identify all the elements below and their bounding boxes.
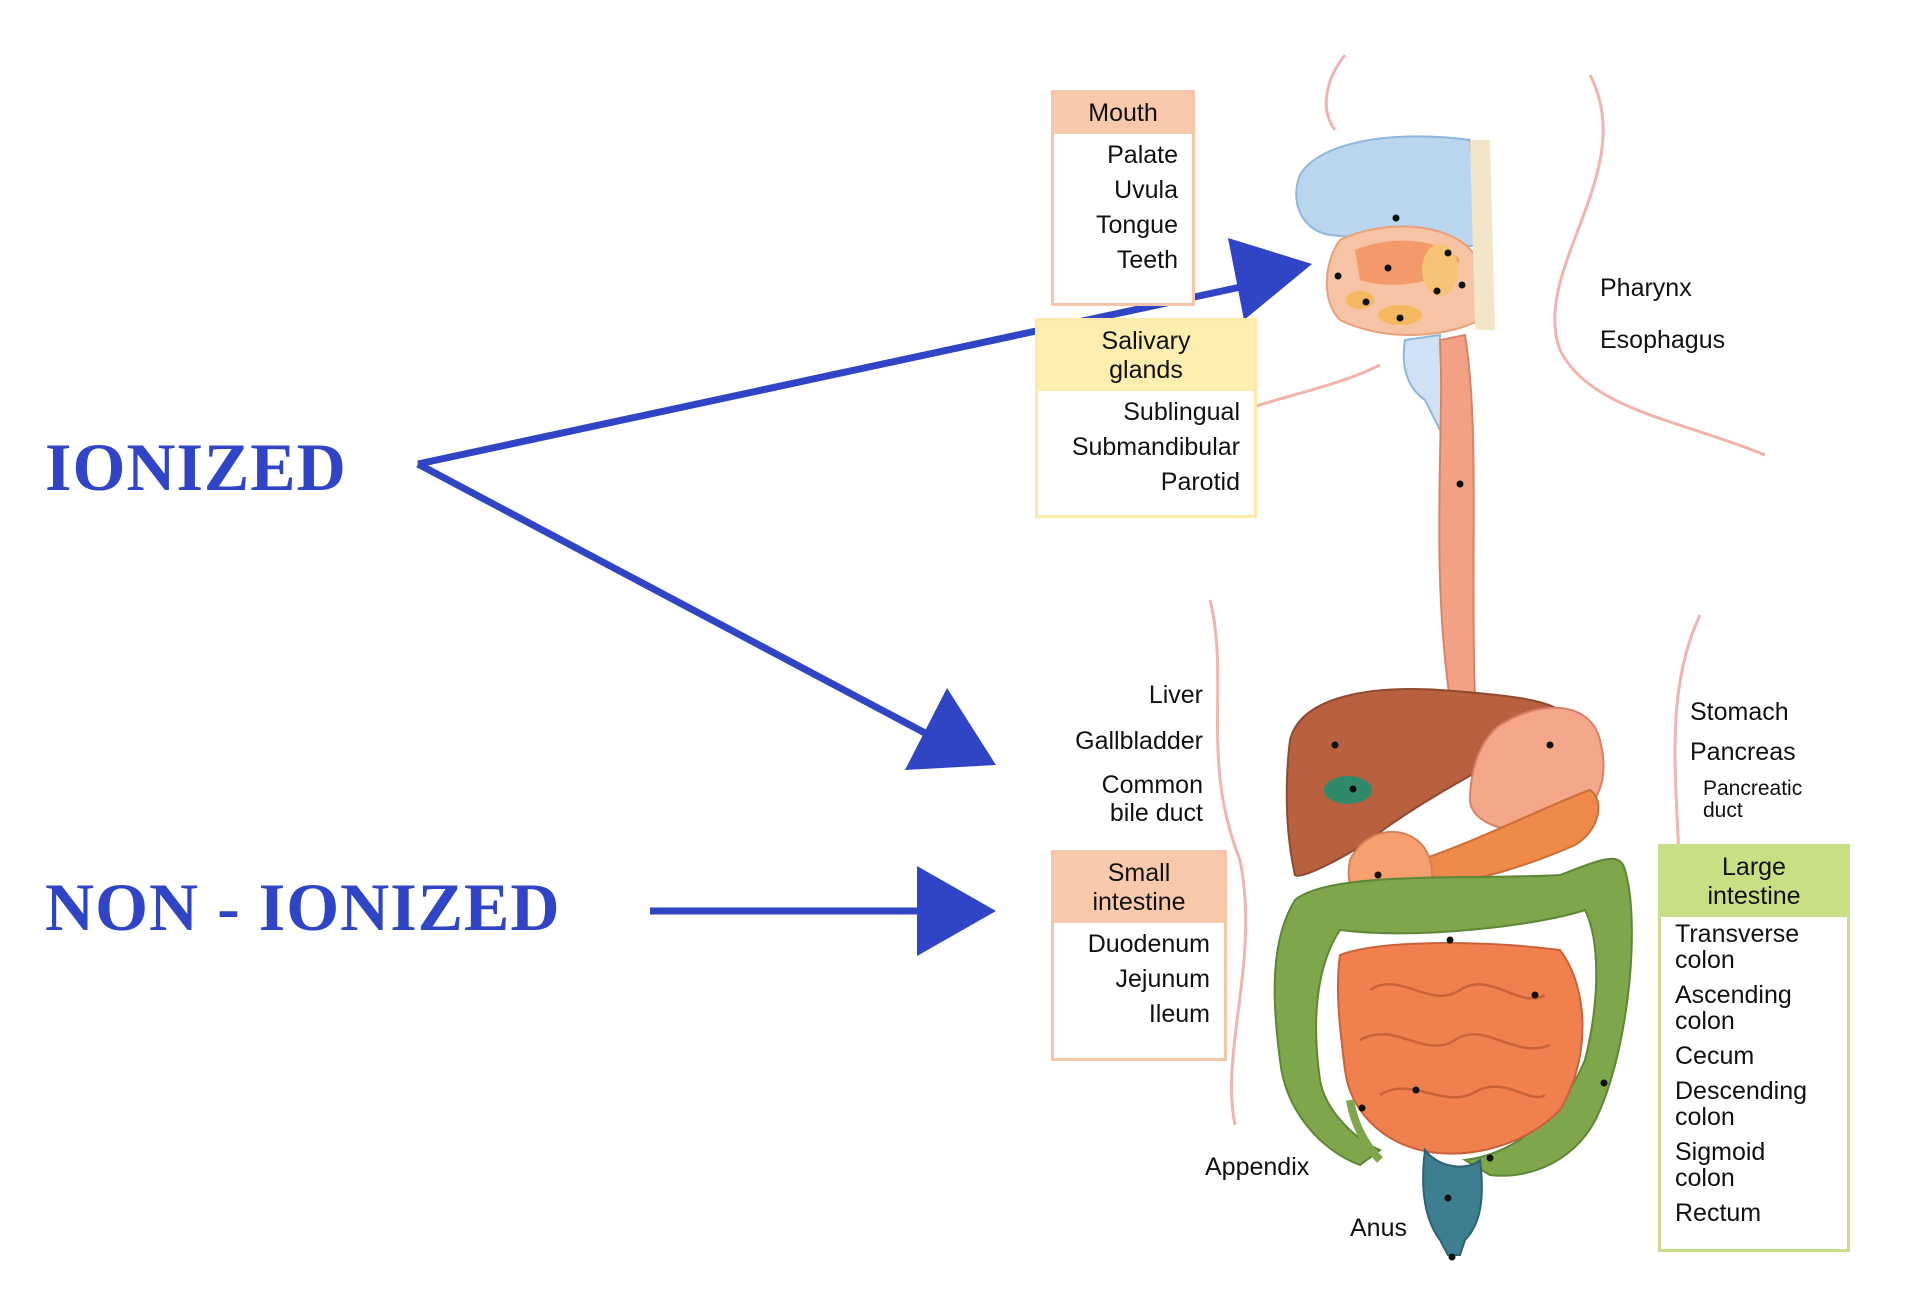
- mouth-item: Teeth: [1116, 246, 1178, 274]
- liver-label: Liver: [1148, 681, 1203, 709]
- salivary-item: Sublingual: [1123, 398, 1240, 426]
- mouth-item: Tongue: [1095, 211, 1178, 239]
- arrow-head-small-intestine-upper: [905, 688, 996, 770]
- small-intestine-item: Ileum: [1148, 1000, 1210, 1028]
- pancreatic-duct-label: Pancreatic duct: [1703, 777, 1803, 822]
- salivary-item: Parotid: [1160, 468, 1240, 496]
- common-bile-duct-label: Common bile duct: [1101, 771, 1203, 827]
- small-intestine-title: Small intestine: [1054, 853, 1224, 923]
- esophagus-label: Esophagus: [1600, 326, 1726, 354]
- stomach-label: Stomach: [1690, 698, 1789, 726]
- large-intestine-item: Cecum: [1675, 1042, 1755, 1070]
- salivary-glands-box: Salivary glands Sublingual Submandibular…: [1035, 318, 1257, 518]
- mouth-box-title: Mouth: [1054, 93, 1192, 134]
- large-intestine-title: Large intestine: [1661, 847, 1847, 917]
- anus-label: Anus: [1350, 1214, 1407, 1242]
- arrow-head-small-intestine-lower: [917, 866, 996, 956]
- salivary-item: Submandibular: [1071, 433, 1240, 461]
- mouth-item: Uvula: [1114, 176, 1178, 204]
- pharynx-label: Pharynx: [1600, 274, 1692, 302]
- pancreas-label: Pancreas: [1690, 738, 1796, 766]
- salivary-glands-title: Salivary glands: [1038, 321, 1254, 391]
- mouth-item: Palate: [1107, 141, 1178, 169]
- small-intestine-item: Jejunum: [1115, 965, 1211, 993]
- small-intestine-item: Duodenum: [1087, 930, 1210, 958]
- ionized-arrows: [416, 281, 1251, 915]
- arrow-head-mouth: [1228, 238, 1312, 320]
- large-intestine-item: Rectum: [1675, 1199, 1762, 1227]
- appendix-label: Appendix: [1205, 1153, 1310, 1181]
- ionized-label: IONIZED: [45, 429, 347, 505]
- non-ionized-label: NON - IONIZED: [45, 869, 561, 945]
- mouth-box: Mouth Palate Uvula Tongue Teeth: [1051, 90, 1195, 306]
- gallbladder-label: Gallbladder: [1075, 727, 1203, 755]
- small-intestine-box: Small intestine Duodenum Jejunum Ileum: [1051, 850, 1227, 1061]
